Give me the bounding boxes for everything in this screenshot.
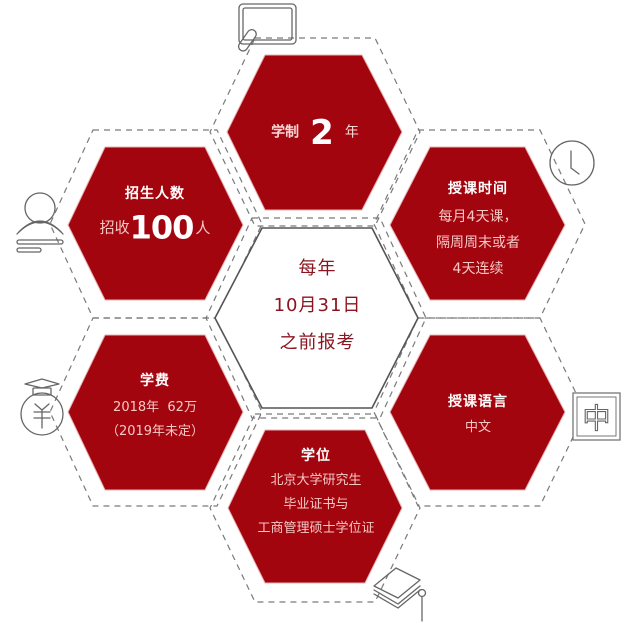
enrollment-number: 100 [129,208,195,247]
enrollment-prefix: 招收 [99,218,130,237]
duration-label: 学制 2 年 [240,112,390,153]
degree-title: 学位 [301,448,331,464]
schedule-label: 授课时间 每月4天课， 隔周周末或者 4天连续 [398,178,558,282]
hex-language [389,334,566,491]
tuition-title: 学费 [140,373,170,389]
deadline-line-2: 10月31日 [273,295,362,316]
schedule-title: 授课时间 [448,181,508,197]
duration-prefix: 学制 [271,124,300,141]
clock-icon [549,140,595,186]
duration-suffix: 年 [344,124,359,141]
center-hexagon [214,227,419,409]
duration-number: 2 [310,112,334,153]
schedule-line-2: 隔周周末或者 [436,235,520,251]
language-title: 授课语言 [448,394,508,410]
hex-tuition [67,334,244,491]
schedule-line-3: 4天连续 [452,261,504,277]
deadline-text: 每年 10月31日 之前报考 [240,250,395,361]
degree-line-1: 北京大学研究生 [270,473,362,488]
degree-line-3: 工商管理硕士学位证 [257,521,375,536]
degree-line-2: 毕业证书与 [283,497,349,512]
money-bag-graduation-icon [20,378,64,436]
tuition-label: 学费 2018年 62万 （2019年未定） [75,370,235,444]
chinese-character-icon: 中 [572,392,621,441]
hex-degree [227,429,403,584]
degree-label: 学位 北京大学研究生 毕业证书与 工商管理硕士学位证 [232,445,400,541]
deadline-line-3: 之前报考 [279,332,356,353]
enrollment-suffix: 人 [195,218,211,237]
deadline-line-1: 每年 [298,258,337,279]
graduation-cap-icon [373,567,427,622]
hex-schedule [389,146,566,301]
tuition-line-1: 2018年 62万 [113,400,197,415]
schedule-line-1: 每月4天课， [438,209,518,225]
language-line-1: 中文 [464,420,491,435]
enrollment-title: 招生人数 [125,186,185,202]
tuition-line-2: （2019年未定） [105,424,205,439]
hex-enrollment [67,146,244,301]
person-icon [16,192,64,253]
svg-text:中: 中 [582,402,610,435]
hex-duration [226,54,403,211]
whiteboard-icon [237,3,297,52]
language-label: 授课语言 中文 [398,391,558,439]
